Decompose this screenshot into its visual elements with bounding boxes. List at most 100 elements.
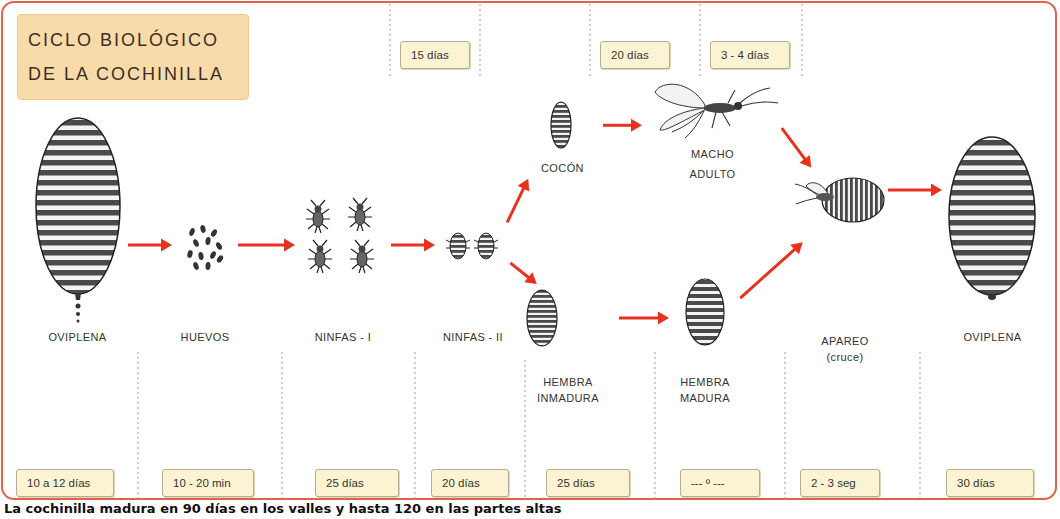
egg (192, 261, 199, 270)
arrow-shaft (603, 124, 633, 127)
separator-line (282, 352, 283, 498)
drip (75, 293, 81, 300)
oviplena-figure (949, 137, 1035, 300)
drip (76, 312, 80, 316)
duration-box: --- º --- (680, 469, 760, 497)
nymph (478, 233, 494, 259)
duration-box: 2 - 3 seg (800, 469, 880, 497)
separator-line (802, 4, 803, 76)
arrow-shaft (740, 248, 796, 298)
duration-text: 25 días (557, 476, 595, 490)
cycle-arrow (391, 238, 435, 251)
stage-node: COCÓN (525, 98, 600, 176)
duration-box: 10 - 20 min (162, 469, 254, 497)
mating-figure (795, 178, 884, 222)
egg (210, 228, 218, 237)
male-body (816, 193, 834, 201)
nymphs-one (306, 198, 374, 273)
cocoon-figure (551, 102, 571, 148)
duration-text: 2 - 3 seg (811, 476, 856, 490)
stage-node: HUEVOS (175, 222, 235, 345)
caption-text: La cochinilla madura en 90 días en los v… (4, 501, 561, 516)
arrow-shaft (238, 244, 286, 247)
separator-lines (138, 4, 920, 498)
arrow-shaft (888, 189, 933, 192)
diagram-title: CICLO BIOLÓGICO DE LA COCHINILLA (28, 23, 238, 91)
stage-node: HEMBRA INMADURA (520, 286, 616, 406)
egg (205, 262, 211, 270)
duration-text: 15 días (411, 48, 449, 62)
stage-label: APAREO (cruce) (821, 333, 868, 365)
egg-cluster (187, 224, 225, 270)
caption-box: La cochinilla madura en 90 días en los v… (4, 501, 561, 516)
separator-line (525, 360, 526, 498)
duration-box: 30 días (946, 469, 1034, 497)
egg (200, 224, 207, 233)
separator-line (655, 352, 656, 498)
female-body (822, 178, 884, 222)
duration-text: 30 días (957, 476, 995, 490)
stage-label: COCÓN (541, 160, 584, 176)
arrow-head (518, 179, 530, 192)
male-head (734, 102, 742, 110)
tail-filament (672, 110, 704, 138)
stage-node: OVIPLENA (30, 115, 125, 345)
arrow-shaft (782, 128, 806, 160)
arrow-head (790, 242, 803, 254)
separator-line (785, 352, 786, 498)
stage-label: HUEVOS (181, 329, 230, 345)
duration-box: 15 días (400, 41, 470, 69)
stage-label: NINFAS - I (315, 329, 372, 345)
stage-label: NINFAS - II (443, 329, 503, 345)
cycle-arrow (238, 239, 295, 252)
arrow-shaft (619, 317, 660, 320)
nymph (306, 200, 330, 233)
male-body (704, 103, 736, 113)
cycle-arrow (510, 263, 537, 284)
oviplena-figure (36, 118, 120, 323)
cycle-arrow (740, 242, 803, 298)
egg (188, 227, 195, 236)
nymphs-two (446, 233, 498, 259)
duration-text: 25 días (326, 476, 364, 490)
separator-line (920, 352, 921, 498)
arrow-shaft (507, 187, 524, 222)
antennae-legs (712, 88, 778, 128)
stage-label: OVIPLENA (963, 329, 1021, 345)
nymph (348, 198, 372, 231)
drip (77, 320, 80, 323)
duration-text: 10 - 20 min (173, 476, 231, 490)
separator-line (390, 4, 391, 76)
male-figure (655, 84, 778, 138)
separator-line (480, 4, 481, 76)
arrow-shaft (391, 243, 426, 246)
stage-label: HEMBRA MADURA (680, 374, 730, 406)
arrow-head (631, 119, 642, 132)
duration-box: 25 días (546, 469, 630, 497)
egg (216, 254, 225, 263)
stage-node: MACHO ADULTO (645, 78, 780, 184)
cycle-arrow (782, 128, 811, 167)
duration-box: 20 días (431, 469, 509, 497)
arrow-head (799, 155, 811, 168)
nymph (350, 240, 374, 273)
duration-text: --- º --- (691, 476, 725, 490)
egg (198, 252, 204, 261)
oviplena-body (36, 118, 120, 294)
nymph (450, 233, 466, 259)
arrow-shaft (510, 263, 529, 279)
immature-female-figure (527, 290, 557, 346)
cycle-arrow (619, 312, 669, 325)
separator-line (138, 352, 139, 498)
duration-box: 25 días (315, 469, 399, 497)
mature-female-figure (686, 279, 724, 345)
outer-frame (2, 2, 1056, 499)
duration-text: 3 - 4 días (721, 48, 769, 62)
duration-text: 20 días (611, 48, 649, 62)
duration-text: 10 a 12 días (27, 476, 90, 490)
separator-line (590, 4, 591, 76)
oviplena-body (949, 137, 1035, 295)
duration-box: 10 a 12 días (16, 469, 114, 497)
stage-node: NINFAS - I (298, 195, 388, 345)
egg (215, 241, 223, 250)
